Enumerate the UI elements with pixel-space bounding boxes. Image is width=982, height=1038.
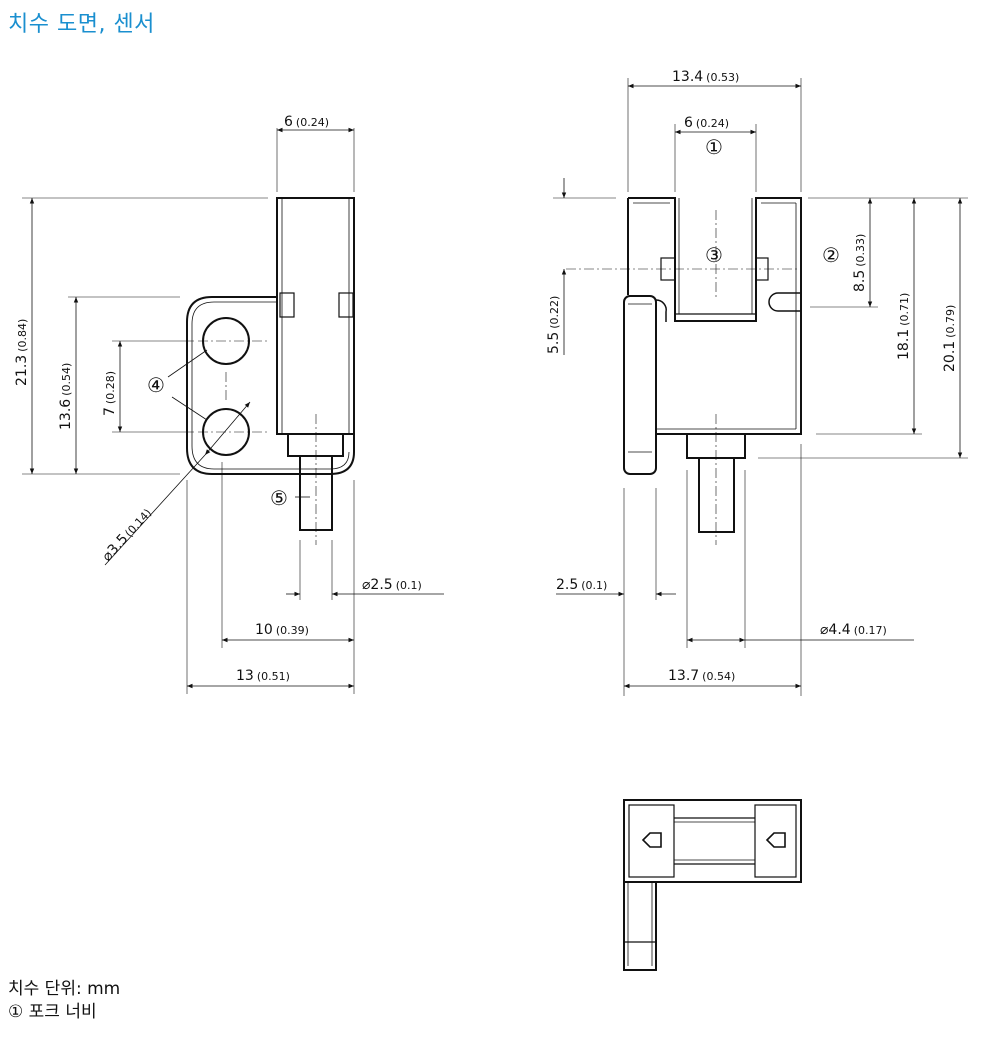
dim-front-overall-width: 13.7(0.54) [668,668,735,684]
dim-side-flange-width: 13(0.51) [236,668,290,684]
front-body [628,197,802,435]
callout-3: ③ [705,243,723,267]
top-body [623,799,802,883]
dim-side-hole-to-edge: 10(0.39) [255,622,309,638]
side-connector [287,433,344,457]
top-view [623,799,802,971]
page-title: 치수 도면, 센서 [8,12,155,37]
dim-side-hole-diameter: ⌀3.5(0.14) [99,505,155,565]
note-fork-width: ① 포크 너비 [8,1002,97,1022]
callout-5: ⑤ [270,486,288,510]
callout-4: ④ [147,373,165,397]
dim-front-total-width: 13.4(0.53) [672,69,739,85]
side-body [276,197,355,435]
dim-front-body-height: 18.1(0.71) [896,293,912,360]
callout-1: ① [705,135,723,159]
dim-front-flange-thickness: 2.5(0.1) [556,577,607,593]
arrow-left-icon [641,832,662,848]
dim-front-axis-height: 8.5(0.33) [852,234,868,292]
dim-side-pin-diameter: ⌀2.5(0.1) [362,577,422,593]
dim-side-hole-pitch: 7(0.28) [102,371,118,416]
dim-front-fork-width: 6(0.24) [684,115,729,131]
dim-front-total-height: 20.1(0.79) [942,305,958,372]
front-flange [623,295,657,475]
front-pin [698,457,735,533]
note-units: 치수 단위: mm [8,979,121,999]
top-flange [623,881,657,971]
dim-side-height-total: 21.3(0.84) [14,319,30,386]
callout-2: ② [822,243,840,267]
dim-side-top-width: 6(0.24) [284,114,329,130]
side-view: 6(0.24) 21.3(0.84) 13.6(0.54) 7(0.28) ⌀3… [14,114,444,694]
arrow-left-icon [765,832,786,848]
notes: 치수 단위: mm ① 포크 너비 [8,978,120,1024]
front-view: 13.4(0.53) 6(0.24) ① ③ ② 5.5(0.22) 8.5(0… [546,69,968,696]
dim-side-flange-height: 13.6(0.54) [58,363,74,430]
dim-front-connector-diameter: ⌀4.4(0.17) [820,622,887,638]
dim-front-slot-depth: 5.5(0.22) [546,296,562,354]
